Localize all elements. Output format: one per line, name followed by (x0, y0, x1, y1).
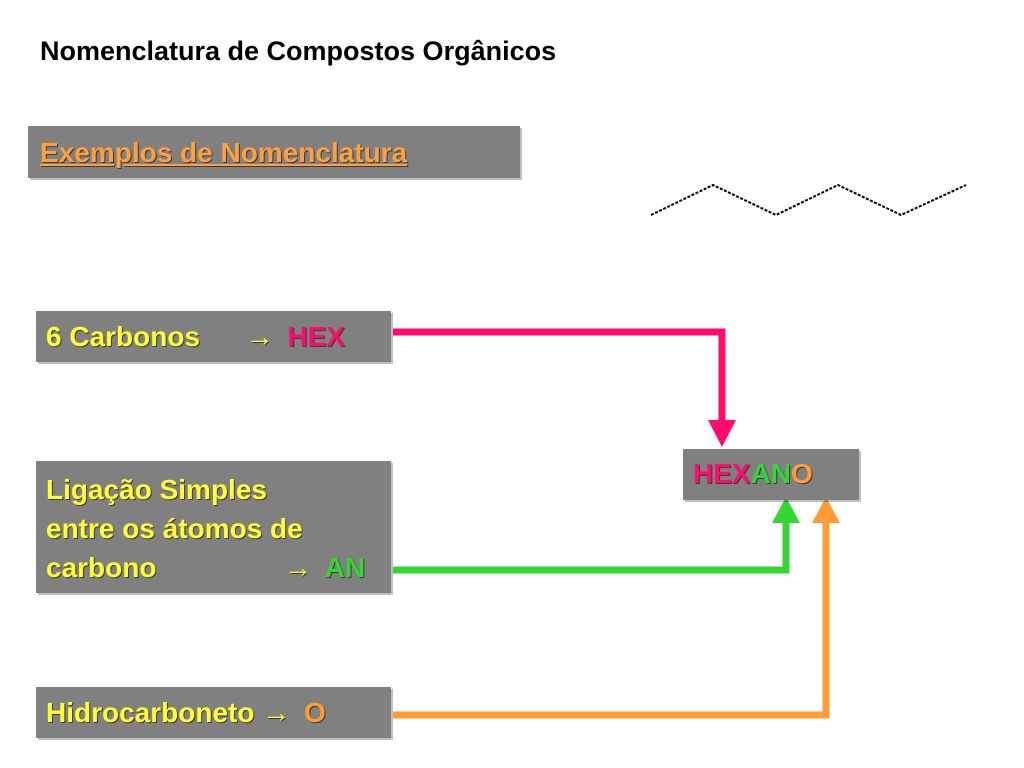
page-title: Nomenclatura de Compostos Orgânicos (40, 36, 557, 66)
hex-connector-arrow (393, 328, 736, 447)
arrow-right-icon: → (262, 697, 291, 728)
subtitle-text: Exemplos de Nomenclatura (40, 137, 408, 168)
hydrocarbon-label: Hidrocarboneto (46, 697, 255, 728)
hex-suffix: HEX (287, 321, 345, 352)
single-bond-line3: carbono (46, 552, 157, 583)
o-suffix: O (304, 697, 326, 728)
carbon-count-label: 6 Carbonos (46, 321, 201, 352)
single-bond-line1: Ligação Simples (46, 474, 267, 505)
subtitle-box: Exemplos de Nomenclatura (28, 126, 520, 178)
arrow-right-icon: → (284, 552, 312, 583)
an-connector-arrow (393, 497, 800, 574)
result-o: O (791, 458, 813, 489)
result-an: AN (750, 458, 792, 489)
o-connector-arrow (393, 497, 840, 719)
carbon-count-box: 6 Carbonos → HEX (36, 311, 391, 362)
single-bond-line2: entre os átomos de (46, 513, 303, 544)
hydrocarbon-box: Hidrocarboneto → O (36, 687, 391, 738)
arrow-right-icon: → (245, 321, 274, 352)
single-bond-box: Ligação Simples entre os átomos de carbo… (36, 461, 391, 593)
result-hex: HEX (693, 458, 751, 489)
hexane-skeletal-formula (650, 183, 967, 217)
result-box: HEXANO (683, 449, 859, 500)
an-suffix: AN (324, 552, 366, 583)
